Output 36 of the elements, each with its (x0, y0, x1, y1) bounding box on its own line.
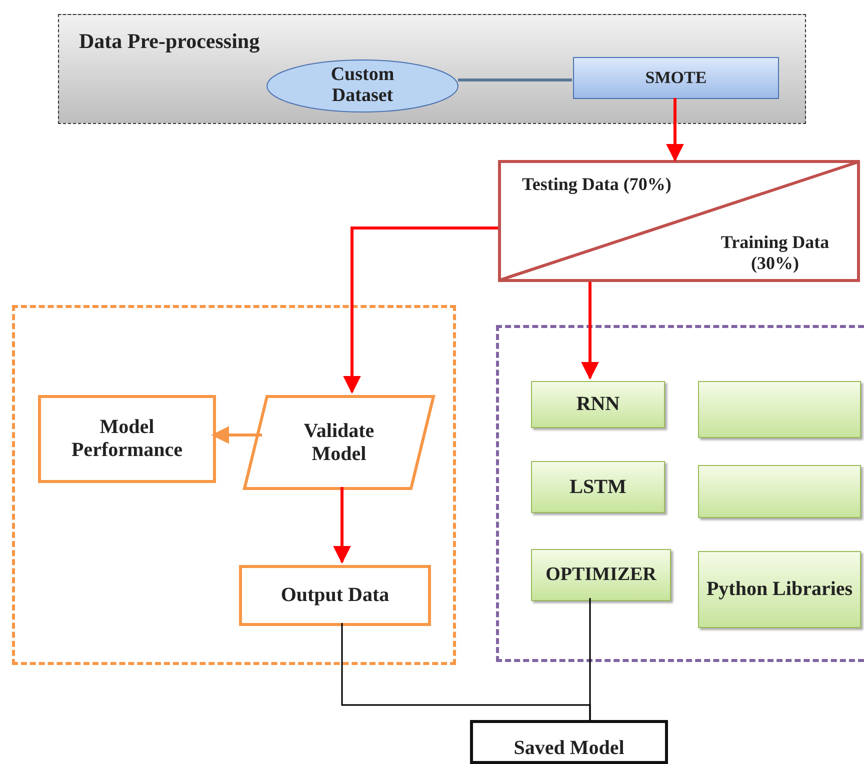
node-label: SMOTE (645, 68, 707, 88)
library-box (698, 551, 861, 628)
process-group (58, 14, 806, 124)
process-box (239, 565, 431, 626)
arrow (343, 226, 498, 394)
library-box (531, 381, 665, 428)
node-label: Testing Data (70%) (522, 174, 672, 195)
node-label: Validate Model (302, 420, 376, 466)
connector-line (458, 78, 572, 82)
arrow (211, 426, 262, 444)
node-label: Python Libraries (706, 578, 853, 601)
node-label: Training Data (30%) (720, 232, 830, 274)
library-box (531, 461, 665, 513)
data-ellipse (266, 59, 459, 113)
node-label: Custom Dataset (330, 65, 396, 107)
node-label: Saved Model (514, 737, 624, 760)
library-box (698, 381, 861, 438)
group-region (496, 325, 864, 662)
node-label: Output Data (280, 584, 390, 607)
group-region (12, 305, 456, 665)
arrow (581, 282, 599, 380)
node-label: RNN (576, 393, 620, 416)
library-box (531, 549, 671, 601)
node-label: Model Performance (70, 416, 184, 462)
arrow (333, 487, 351, 564)
connector-line (589, 598, 591, 720)
library-box (698, 465, 861, 518)
split-box (498, 160, 860, 282)
arrow (666, 98, 684, 162)
process-box (573, 57, 779, 99)
node-label: OPTIMIZER (546, 564, 656, 586)
process-parallelogram (243, 395, 435, 490)
node-label: LSTM (570, 476, 626, 498)
output-box (470, 720, 668, 764)
process-box (38, 395, 216, 483)
group-title: Data Pre-processing (79, 29, 260, 54)
